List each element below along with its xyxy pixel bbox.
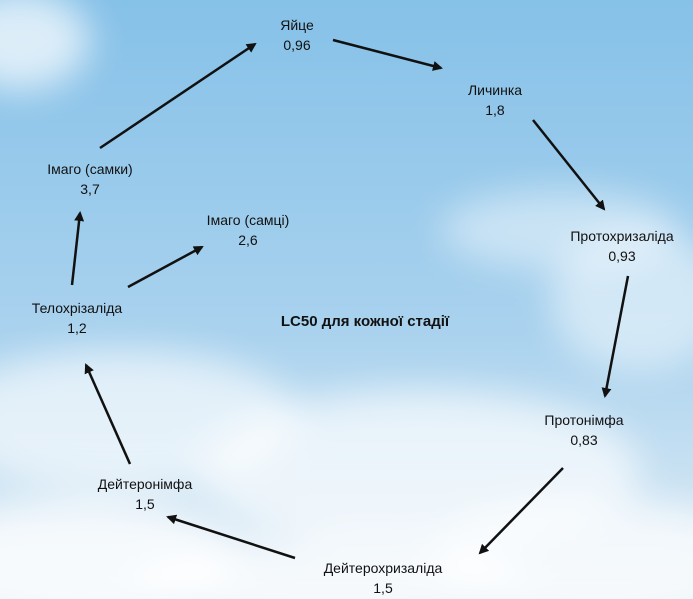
arrow-egg-to-larva [332,38,443,71]
node-adult-male-value: 2,6 [238,232,258,248]
node-protonymph-name: Протонімфа [544,412,624,428]
node-egg: Яйце 0,96 [280,15,314,55]
node-deutochrysalis: Дейтерохризаліда 1,5 [324,558,443,598]
node-deutonymph-value: 1,5 [135,496,155,512]
node-adult-male: Імаго (самці) 2,6 [207,210,290,250]
node-deutonymph: Дейтеронімфа 1,5 [98,474,192,514]
arrow-protochrysalis-to-protonymph [601,275,630,398]
node-protochrysalis-value: 0,93 [608,248,636,264]
node-teliochrysalis-name: Телохрізаліда [31,300,123,316]
node-teliochrysalis: Телохрізаліда 1,2 [32,298,122,338]
node-larva-value: 1,8 [485,102,505,118]
node-adult-male-name: Імаго (самці) [206,212,290,228]
diagram-title: LC50 для кожної стадії [280,313,450,330]
node-protonymph-value: 0,83 [570,432,598,448]
arrow-deutonymph-to-teliochrysalis [84,363,132,465]
node-larva-name: Личинка [467,82,523,98]
arrow-larva-to-protochrysalis [532,119,606,211]
node-larva: Личинка 1,8 [468,80,522,120]
node-deutonymph-name: Дейтеронімфа [97,476,193,492]
node-teliochrysalis-value: 1,2 [67,320,87,336]
node-protochrysalis: Протохризаліда 0,93 [570,226,673,266]
node-adult-female: Імаго (самки) 3,7 [47,159,132,199]
node-protochrysalis-name: Протохризаліда [570,228,674,244]
node-adult-female-name: Імаго (самки) [47,161,133,177]
arrow-deutochrysalis-to-deutonymph [166,514,296,560]
arrow-teliochrysalis-to-adult-male [127,245,204,289]
node-egg-value: 0,96 [283,37,311,53]
node-egg-name: Яйце [280,17,314,33]
node-protonymph: Протонімфа 0,83 [544,410,623,450]
arrow-teliochrysalis-to-adult-female [70,211,85,286]
node-deutochrysalis-name: Дейтерохризаліда [323,560,443,576]
arrow-protonymph-to-deutochrysalis [478,467,564,555]
node-adult-female-value: 3,7 [80,181,100,197]
arrow-adult-female-to-egg [99,42,257,150]
node-deutochrysalis-value: 1,5 [373,580,393,596]
